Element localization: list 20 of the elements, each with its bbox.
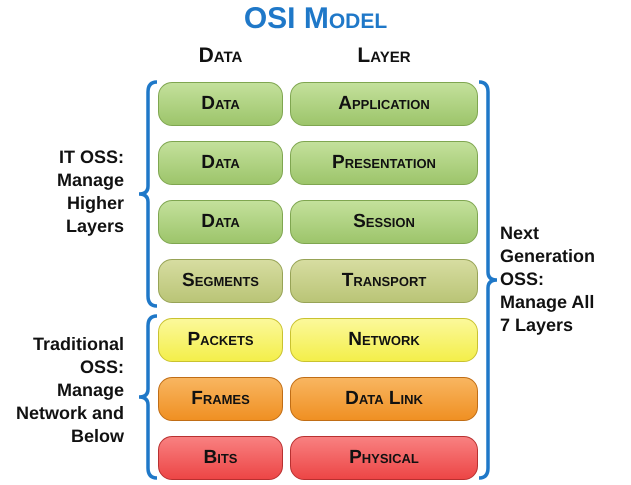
column-header: Data — [198, 44, 244, 68]
brace-label: IT OSS: Manage Higher Layers — [56, 146, 124, 238]
layer-box: Physical — [290, 436, 478, 480]
layer-box: Transport — [290, 259, 478, 303]
layer-box: Data Link — [290, 377, 478, 421]
layer-box: Session — [290, 200, 478, 244]
layer-box: Segments — [158, 259, 283, 303]
brace-label: Next Generation OSS: Manage All 7 Layers — [500, 222, 596, 337]
layer-box: Application — [290, 82, 478, 126]
layer-box: Data — [158, 200, 283, 244]
layer-box: Bits — [158, 436, 283, 480]
layer-box: Packets — [158, 318, 283, 362]
layer-box: Data — [158, 82, 283, 126]
layer-box: Data — [158, 141, 283, 185]
column-header: Layer — [356, 44, 412, 68]
title: OSI Model — [242, 2, 388, 36]
layer-box: Network — [290, 318, 478, 362]
layer-box: Frames — [158, 377, 283, 421]
layer-box: Presentation — [290, 141, 478, 185]
brace-label: Traditional OSS: Manage Network and Below — [14, 333, 124, 448]
